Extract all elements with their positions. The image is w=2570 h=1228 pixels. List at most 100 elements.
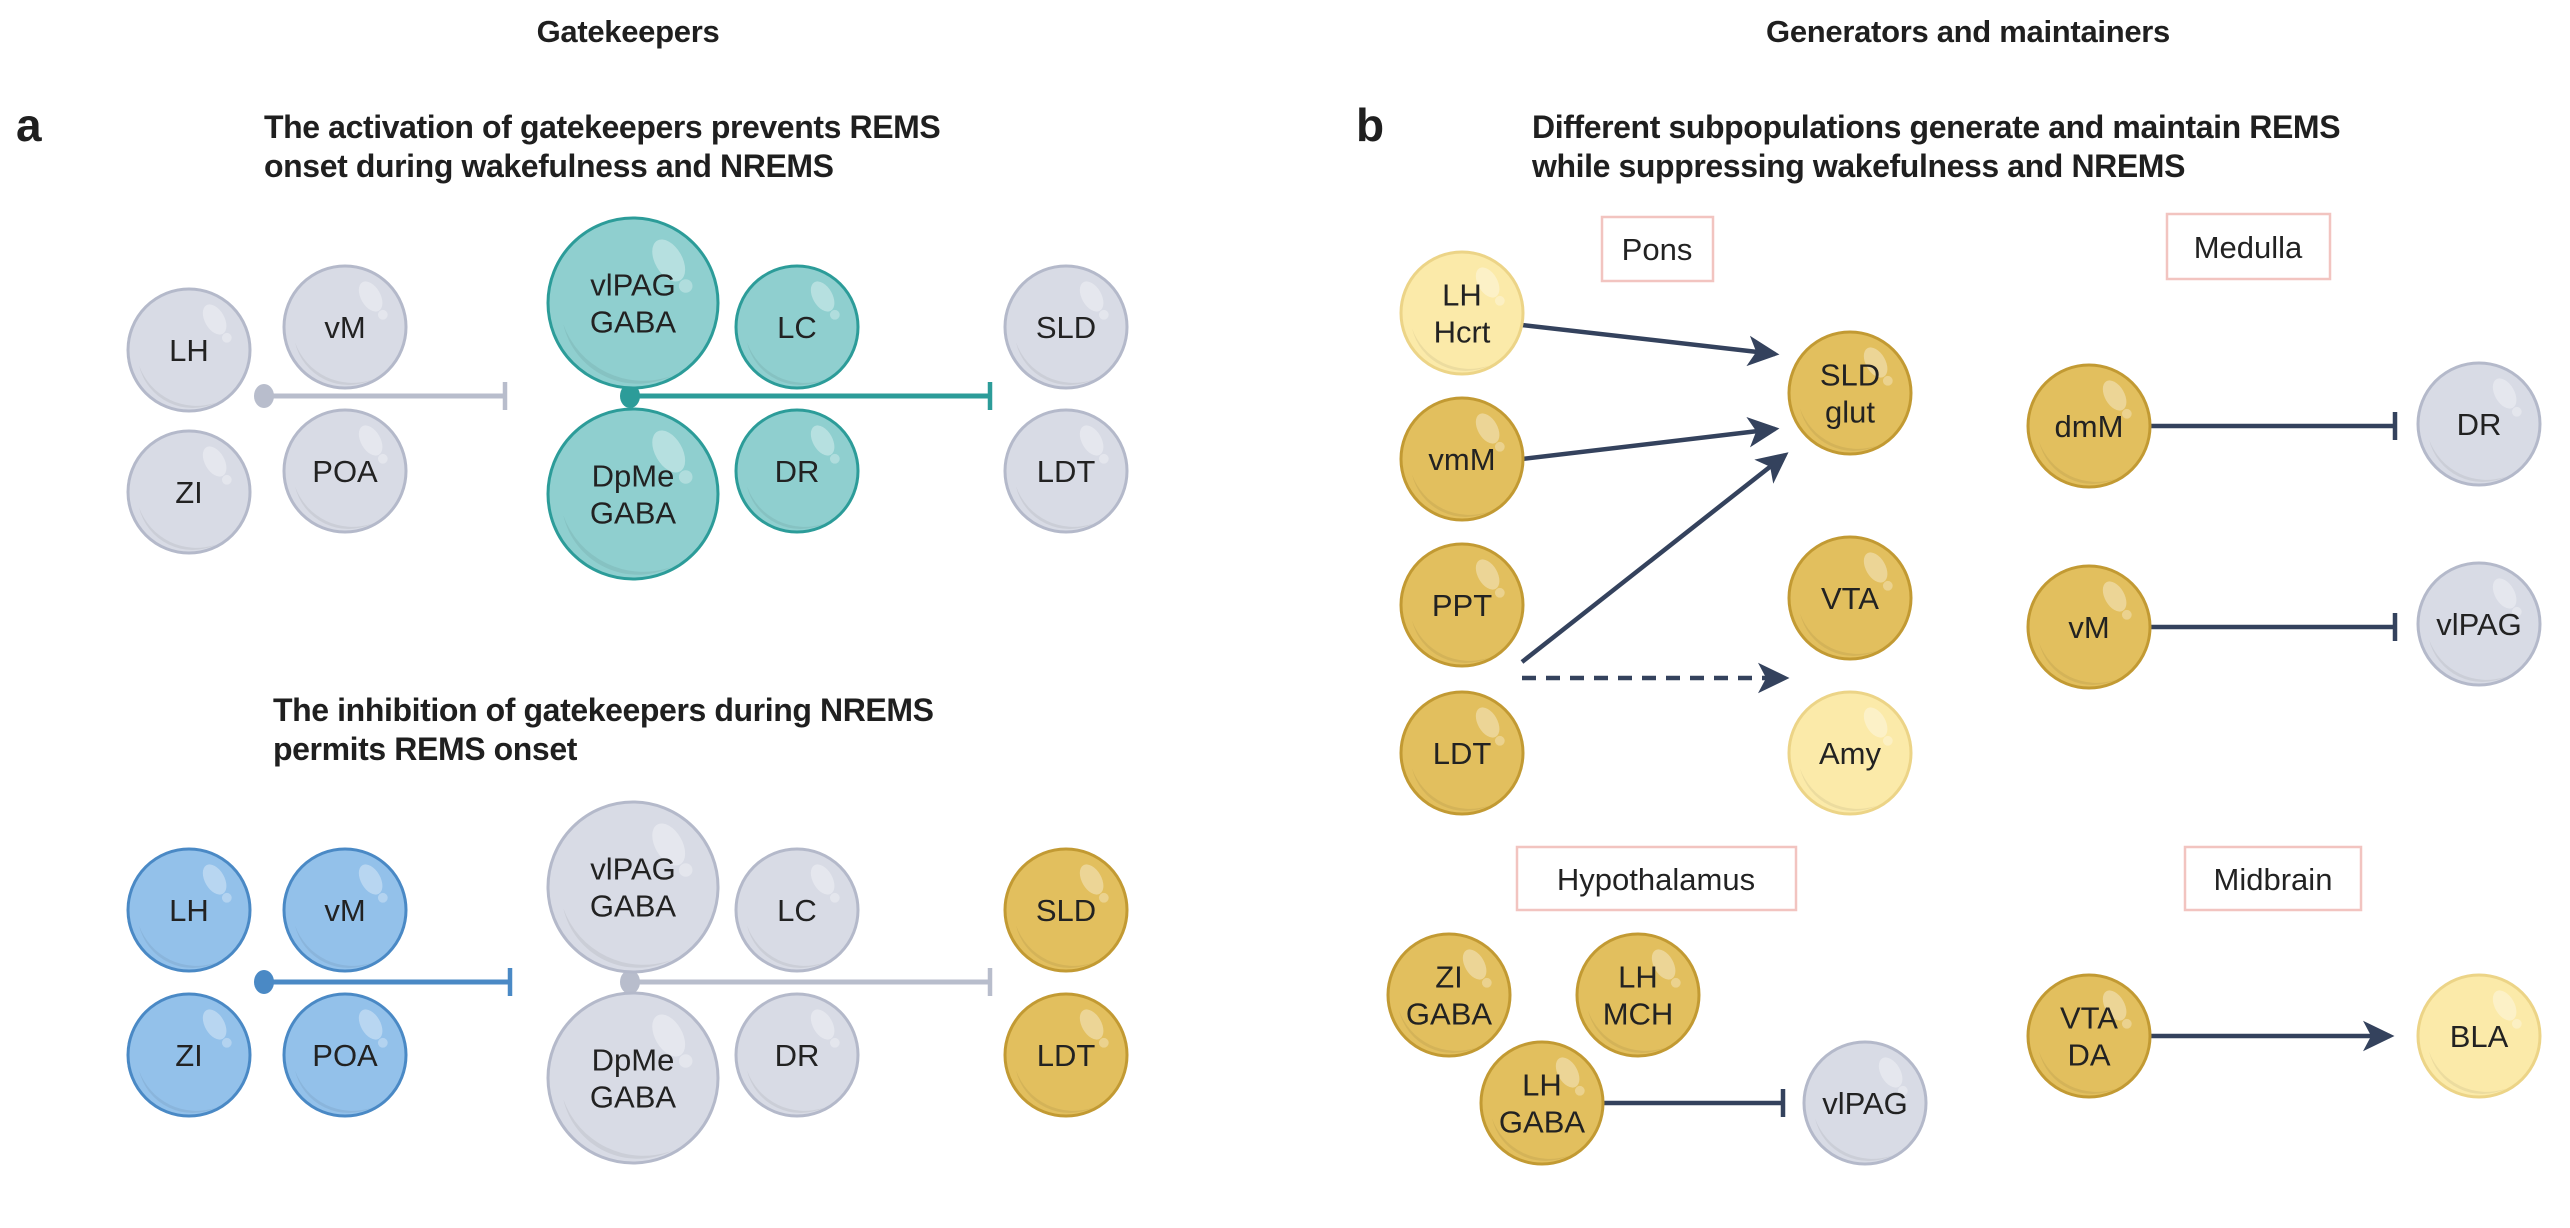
node-a1-lc: LC xyxy=(734,264,860,390)
node-label: LDT xyxy=(1037,1038,1096,1073)
node-highlight xyxy=(678,1054,693,1068)
origin-dot-icon xyxy=(620,970,640,994)
node-a1-zi: ZI xyxy=(126,429,252,555)
node-highlight xyxy=(358,864,383,895)
node-highlight xyxy=(2511,1018,2522,1029)
node-highlight xyxy=(1475,559,1500,590)
node-highlight xyxy=(678,863,693,877)
node-highlight xyxy=(1555,1057,1580,1088)
node-circle xyxy=(1479,1040,1605,1166)
region-box-midbrain: Midbrain xyxy=(2183,845,2363,912)
node-label: vlPAG xyxy=(2436,607,2522,642)
node-highlight xyxy=(2511,406,2522,417)
title-line: while suppressing wakefulness and NREMS xyxy=(1532,148,2186,184)
panel-a-top-title: The activation of gatekeepers prevents R… xyxy=(264,108,941,186)
node-label: vlPAG xyxy=(1822,1086,1908,1121)
node-a2-poa: POA xyxy=(282,992,408,1118)
node-highlight xyxy=(358,281,383,312)
node-highlight xyxy=(1098,892,1109,903)
node-circle xyxy=(282,992,408,1118)
node-a2-vm: vM xyxy=(282,847,408,973)
node-a2-lc: LC xyxy=(734,847,860,973)
node-label: dmM xyxy=(2055,409,2124,444)
node-a1-sld: SLD xyxy=(1003,264,1129,390)
node-label: DpMe xyxy=(592,1043,675,1078)
node-a1-lh: LH xyxy=(126,287,252,413)
node-label: GABA xyxy=(590,889,676,924)
node-label: LH xyxy=(1522,1068,1562,1103)
node-circle xyxy=(126,992,252,1118)
node-highlight xyxy=(678,279,693,293)
node-highlight xyxy=(2121,609,2132,620)
node-label: SLD xyxy=(1820,358,1880,393)
node-label: MCH xyxy=(1603,997,1674,1032)
node-label: DR xyxy=(2457,407,2502,442)
node-circle xyxy=(1003,408,1129,534)
node-b-vmm: vmM xyxy=(1399,396,1525,522)
node-label: POA xyxy=(312,454,378,489)
node-highlight xyxy=(810,281,835,312)
node-highlight xyxy=(1494,735,1505,746)
node-highlight xyxy=(202,1009,227,1040)
node-highlight xyxy=(829,309,840,320)
node-label: LH xyxy=(1618,960,1658,995)
node-label: ZI xyxy=(1435,960,1463,995)
node-label: GABA xyxy=(590,1080,676,1115)
node-highlight xyxy=(678,470,693,484)
node-circle xyxy=(282,408,408,534)
node-circle xyxy=(2026,363,2152,489)
node-label: Hcrt xyxy=(1434,315,1491,350)
node-highlight xyxy=(377,1037,388,1048)
node-label: vM xyxy=(324,310,365,345)
node-label: VTA xyxy=(1821,581,1879,616)
origin-dot-icon xyxy=(254,970,274,994)
node-highlight xyxy=(2121,408,2132,419)
node-circle xyxy=(1399,396,1525,522)
node-highlight xyxy=(1098,1037,1109,1048)
node-highlight xyxy=(2492,378,2517,409)
node-circle xyxy=(126,429,252,555)
node-highlight xyxy=(1863,707,1888,738)
node-highlight xyxy=(2492,990,2517,1021)
node-highlight xyxy=(1863,552,1888,583)
node-label: GABA xyxy=(590,496,676,531)
node-label: DpMe xyxy=(592,459,675,494)
node-b-vlpag-hyp: vlPAG xyxy=(1802,1040,1928,1166)
node-highlight xyxy=(1494,295,1505,306)
node-label: POA xyxy=(312,1038,378,1073)
node-a2-ldt: LDT xyxy=(1003,992,1129,1118)
node-highlight xyxy=(202,304,227,335)
node-label: LC xyxy=(777,310,817,345)
node-highlight xyxy=(1897,1085,1908,1096)
inhibition-connector xyxy=(2150,412,2398,440)
node-label: GABA xyxy=(1499,1105,1585,1140)
node-highlight xyxy=(358,425,383,456)
node-circle xyxy=(126,847,252,973)
node-b-vta: VTA xyxy=(1787,535,1913,661)
node-highlight xyxy=(2121,1018,2132,1029)
node-highlight xyxy=(1462,949,1487,980)
node-highlight xyxy=(652,1014,686,1057)
node-label: vM xyxy=(2068,610,2109,645)
node-circle xyxy=(1787,690,1913,816)
title-line: onset during wakefulness and NREMS xyxy=(264,148,834,184)
node-circle xyxy=(546,407,720,581)
node-b-bla: BLA xyxy=(2416,973,2542,1099)
node-a2-sld: SLD xyxy=(1003,847,1129,973)
node-highlight xyxy=(1882,735,1893,746)
node-circle xyxy=(282,264,408,390)
origin-dot-icon xyxy=(254,384,274,408)
node-circle xyxy=(1399,690,1525,816)
node-label: VTA xyxy=(2060,1001,2118,1036)
node-highlight xyxy=(1863,347,1888,378)
node-highlight xyxy=(652,239,686,282)
node-highlight xyxy=(221,1037,232,1048)
node-label: ZI xyxy=(175,1038,203,1073)
node-highlight xyxy=(829,1037,840,1048)
node-label: vM xyxy=(324,893,365,928)
